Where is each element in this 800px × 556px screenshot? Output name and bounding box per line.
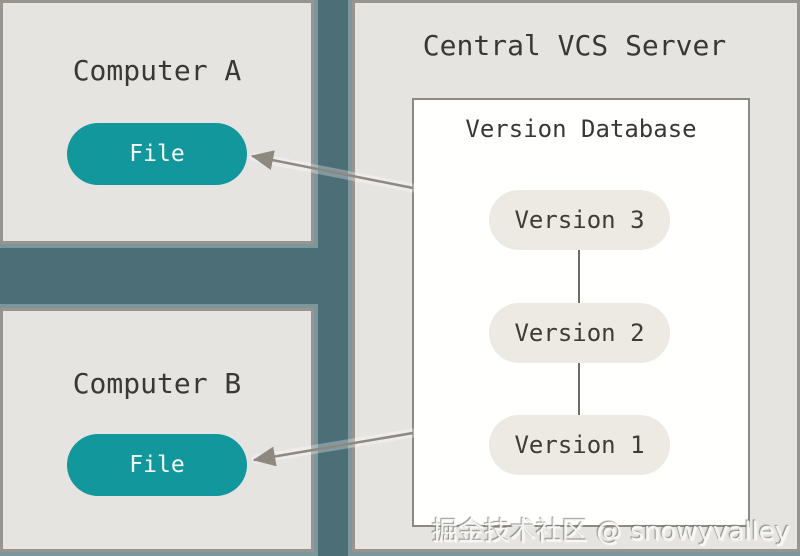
- computer-b-title: Computer B: [72, 367, 242, 400]
- version-database-title: Version Database: [465, 115, 697, 143]
- version-1-pill: Version 1: [489, 415, 670, 475]
- file-pill-computer-b: File: [67, 434, 247, 496]
- file-pill-b-label: File: [129, 452, 185, 478]
- watermark-text: 掘金技术社区 @ snowyvalley: [431, 517, 790, 547]
- computer-a-title: Computer A: [72, 54, 242, 87]
- version-1-label: Version 1: [514, 431, 645, 459]
- file-pill-computer-a: File: [67, 123, 247, 185]
- file-pill-a-label: File: [129, 141, 185, 167]
- version-3-label: Version 3: [514, 206, 645, 234]
- computer-a-panel: [0, 0, 314, 244]
- computer-b-panel: [0, 308, 314, 552]
- connector-version3-version2: [578, 250, 580, 303]
- connector-version2-version1: [578, 363, 580, 415]
- version-3-pill: Version 3: [489, 190, 670, 250]
- version-2-label: Version 2: [514, 319, 645, 347]
- central-server-title: Central VCS Server: [422, 29, 727, 62]
- version-2-pill: Version 2: [489, 303, 670, 363]
